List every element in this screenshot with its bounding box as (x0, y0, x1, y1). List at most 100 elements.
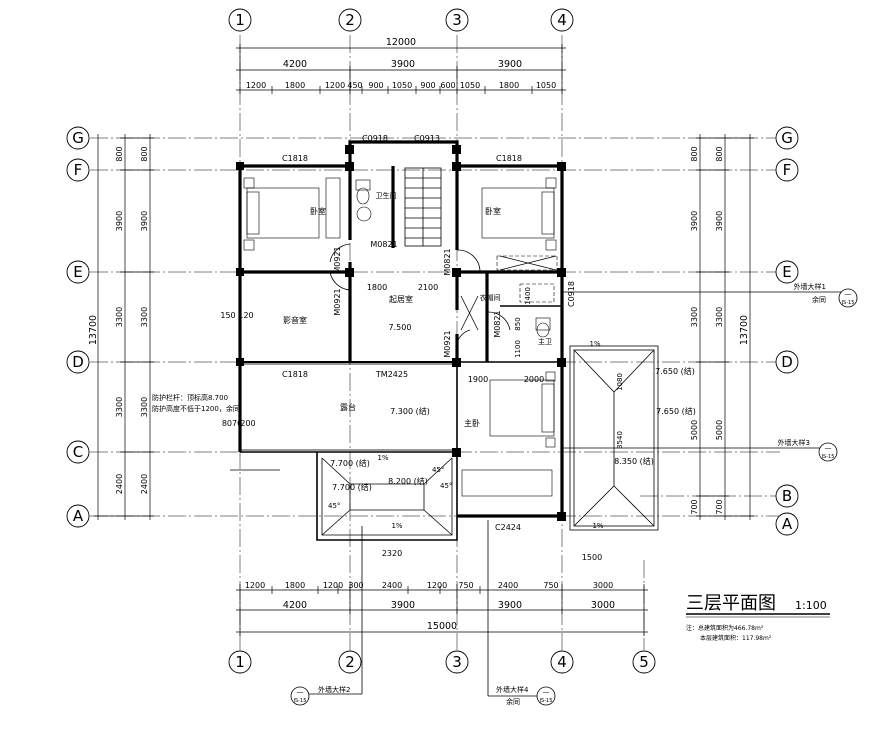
room-bedroom-1: 卧室 (310, 206, 326, 216)
roof-angle-2: 45° (440, 482, 452, 490)
code-m0921-c: M0921 (443, 330, 452, 357)
roof-elev-7650-b: 7.650 (结) (656, 406, 696, 416)
dim-8070: 8070 (222, 419, 242, 428)
callout-4-label: 外墙大样4 (496, 685, 529, 694)
dim-3540: 3540 (616, 431, 624, 449)
axis-4-bottom: 4 (557, 653, 567, 671)
code-c1818-c: C1818 (282, 370, 308, 379)
axis-E-right: E (782, 263, 791, 281)
callout-2-label: 外墙大样2 (318, 685, 350, 694)
terrace-elevation: 7.300 (结) (390, 406, 430, 416)
opening-codes: C0918 C0913 C1818 C1818 C1818 M0821 M092… (282, 134, 576, 532)
dim-2000: 2000 (524, 375, 544, 384)
dim-top-3900a: 3900 (391, 59, 415, 70)
room-laundry: 衣帽间 (480, 293, 501, 302)
axis-C-left: C (73, 443, 83, 461)
roof-elev-8350: 8.350 (结) (614, 456, 654, 466)
dim-right-total: 13700 (739, 315, 750, 345)
slope-roof-top: 1% (589, 340, 600, 348)
dim-right-i2: 3300 (715, 307, 724, 327)
callout-2-ref: JS-15 (293, 698, 307, 704)
axis-bubbles-right: G F E D B A (775, 126, 799, 536)
left-dimensions: 13700 800 3900 3300 3300 2400 800 3900 3… (88, 134, 154, 520)
dim-1100: 1100 (514, 340, 522, 358)
dim-right-i1: 3900 (715, 211, 724, 231)
dim-1900: 1900 (468, 375, 488, 384)
callout-1-ref: JS-15 (841, 300, 855, 306)
axis-2-top: 2 (345, 11, 355, 29)
dim-left-i1: 3900 (140, 211, 149, 231)
code-m0821-a: M0821 (370, 240, 397, 249)
callout-4-ref: JS-15 (539, 698, 553, 704)
axis-E-left: E (73, 263, 82, 281)
dim-top-s0: 1200 (246, 81, 266, 90)
axis-4-top: 4 (557, 11, 567, 29)
callout-3-ref: JS-15 (821, 454, 835, 460)
axis-F-right: F (783, 161, 792, 179)
code-tm2425: TM2425 (375, 370, 408, 379)
dim-1080: 1080 (616, 373, 624, 391)
dim-bot-s3: 300 (348, 581, 363, 590)
axis-grid-lines (90, 35, 780, 650)
code-m0921-a: M0921 (333, 246, 342, 273)
axis-B-right: B (782, 487, 792, 505)
dim-left-o1: 3900 (115, 211, 124, 231)
top-dimensions: 12000 4200 3900 3900 1200 1800 1200 450 … (236, 37, 566, 94)
callout-3-label: 外墙大样3 (778, 438, 810, 447)
roof-elev-7650-a: 7.650 (结) (655, 366, 695, 376)
code-m0821-c: M0821 (493, 310, 502, 337)
room-labels: 卧室 卧室 卫生间 影音室 起居室 7.500 衣帽间 主卫 露台 7.300 … (283, 191, 552, 428)
callout-1-dash: — (845, 290, 852, 298)
roof-hip-lines (321, 349, 655, 536)
dim-left-i4: 2400 (140, 474, 149, 494)
dim-right-o4: 700 (690, 499, 699, 514)
roof-elevations: 7.650 (结) 7.650 (结) 8.350 (结) 7.700 (结) … (328, 340, 696, 530)
axis-D-right: D (781, 353, 793, 371)
dim-left-o2: 3300 (115, 307, 124, 327)
code-m0921-b: M0921 (333, 288, 342, 315)
rail-note: 防护栏杆：顶标高8.700 防护高度不低于1200，余同 (152, 393, 240, 413)
axis-D-left: D (72, 353, 84, 371)
code-c0918: C0918 (362, 134, 388, 143)
dim-top-s1: 1800 (285, 81, 305, 90)
code-c0913: C0913 (414, 134, 440, 143)
axis-1-bottom: 1 (235, 653, 245, 671)
right-dimensions: 13700 800 3900 3300 5000 700 800 3900 33… (690, 134, 754, 520)
axis-bubbles-left: G F E D C A (66, 126, 90, 528)
dim-1800: 1800 (367, 283, 387, 292)
axis-5-bottom: 5 (639, 653, 649, 671)
axis-2-bottom: 2 (345, 653, 355, 671)
note-floor-area: 本层建筑面积：117.98m² (700, 634, 772, 642)
dim-right-o2: 3300 (690, 307, 699, 327)
roof-elev-7700-b: 7.700 (结) (332, 482, 372, 492)
room-main-wc: 主卫 (538, 337, 552, 346)
dim-2100: 2100 (418, 283, 438, 292)
code-c1818-a: C1818 (282, 154, 308, 163)
dim-top-s3: 450 (347, 81, 362, 90)
lounge-elevation: 7.500 (389, 323, 412, 332)
callout-2-dash: — (297, 688, 304, 696)
code-c2424: C2424 (495, 523, 521, 532)
dim-top-s7: 600 (440, 81, 455, 90)
drawing-scale: 1:100 (795, 599, 827, 612)
dim-bot-4200: 4200 (283, 600, 307, 611)
code-c1818-b: C1818 (496, 154, 522, 163)
furniture (243, 177, 558, 497)
dim-top-s2: 1200 (325, 81, 345, 90)
dim-850: 850 (514, 317, 522, 330)
dim-120: 120 (238, 311, 253, 320)
dim-top-s4: 900 (368, 81, 383, 90)
axis-1-top: 1 (235, 11, 245, 29)
dim-bot-3900b: 3900 (498, 600, 522, 611)
room-master: 主卧 (464, 418, 480, 428)
axis-F-left: F (74, 161, 83, 179)
dim-left-i0: 800 (140, 146, 149, 161)
dim-200: 200 (240, 419, 255, 428)
code-c0918-r: C0918 (567, 281, 576, 307)
room-lounge: 起居室 (389, 294, 413, 304)
axis-3-bottom: 3 (452, 653, 462, 671)
rail-note-line1: 防护栏杆：顶标高8.700 (152, 393, 228, 402)
title-block: 三层平面图 1:100 注：总建筑面积为466.78m² 本层建筑面积：117.… (686, 593, 830, 642)
dim-bot-s8: 750 (543, 581, 558, 590)
